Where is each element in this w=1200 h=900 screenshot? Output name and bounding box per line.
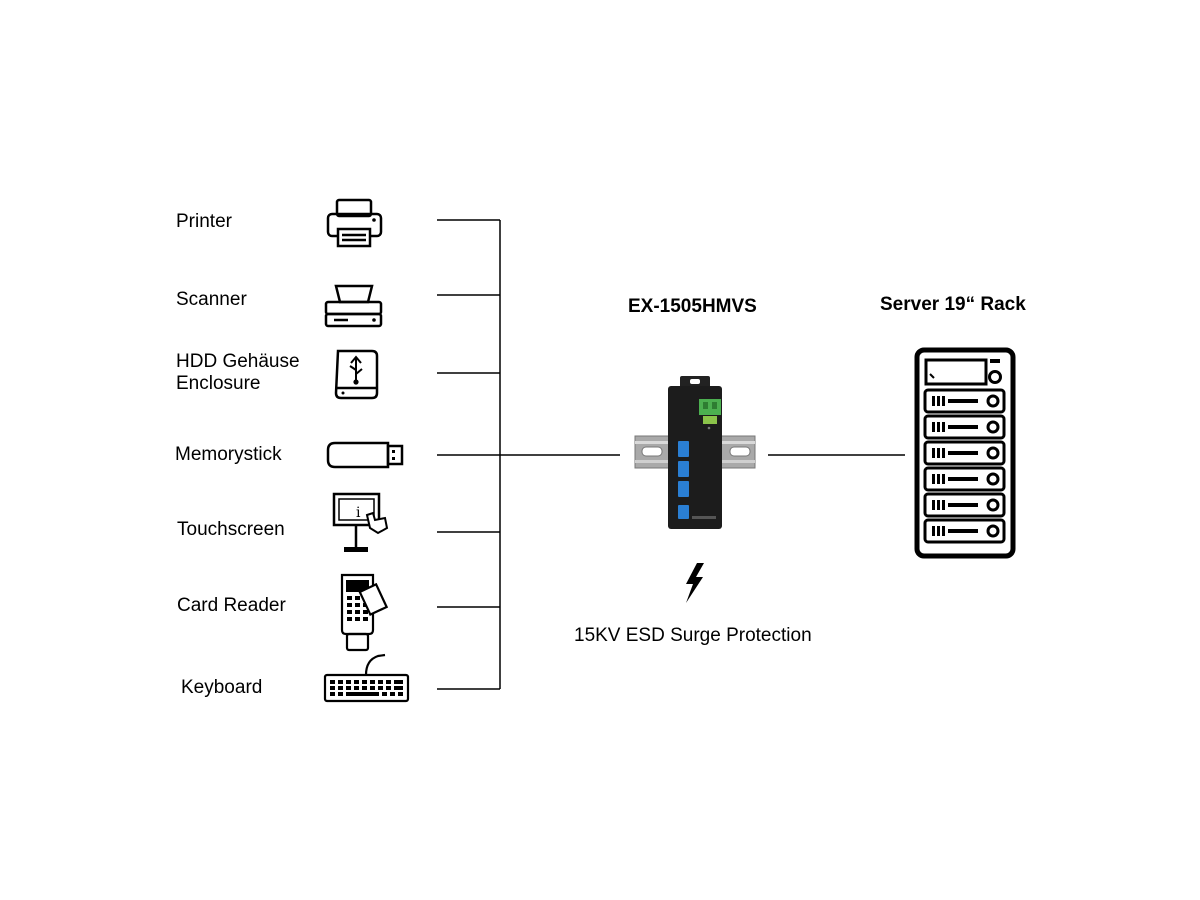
device-label-memorystick: Memorystick (175, 444, 282, 465)
touchscreen-kiosk-icon: i (332, 492, 389, 552)
connection-lines (437, 219, 905, 690)
device-label-card-reader: Card Reader (177, 595, 286, 616)
scanner-icon (324, 284, 383, 328)
usb-port-1 (678, 441, 689, 457)
usb-port-upstream (678, 505, 689, 519)
printer-icon (326, 198, 383, 248)
lightning-bolt-icon (686, 563, 704, 603)
device-label-touchscreen: Touchscreen (177, 519, 285, 540)
card-reader-icon (340, 573, 389, 652)
keyboard-icon (323, 653, 410, 703)
svg-text:i: i (356, 505, 361, 521)
usb-hub-device (634, 376, 756, 529)
surge-protection-caption: 15KV ESD Surge Protection (574, 625, 812, 646)
hub-title: EX-1505HMVS (628, 296, 757, 317)
hdd-enclosure-icon (334, 349, 379, 400)
device-label-scanner: Scanner (176, 289, 247, 310)
device-label-hdd: HDD Gehäuse Enclosure (176, 351, 300, 395)
device-label-hdd-line2: Enclosure (176, 373, 261, 394)
server-title: Server 19“ Rack (880, 294, 1026, 315)
server-rack-icon (914, 347, 1016, 559)
device-label-keyboard: Keyboard (181, 677, 263, 698)
power-terminal (699, 399, 721, 415)
memorystick-icon (326, 441, 404, 469)
usb-port-2 (678, 461, 689, 477)
device-label-hdd-line1: HDD Gehäuse (176, 351, 300, 372)
device-label-printer: Printer (176, 211, 232, 232)
usb-port-3 (678, 481, 689, 497)
